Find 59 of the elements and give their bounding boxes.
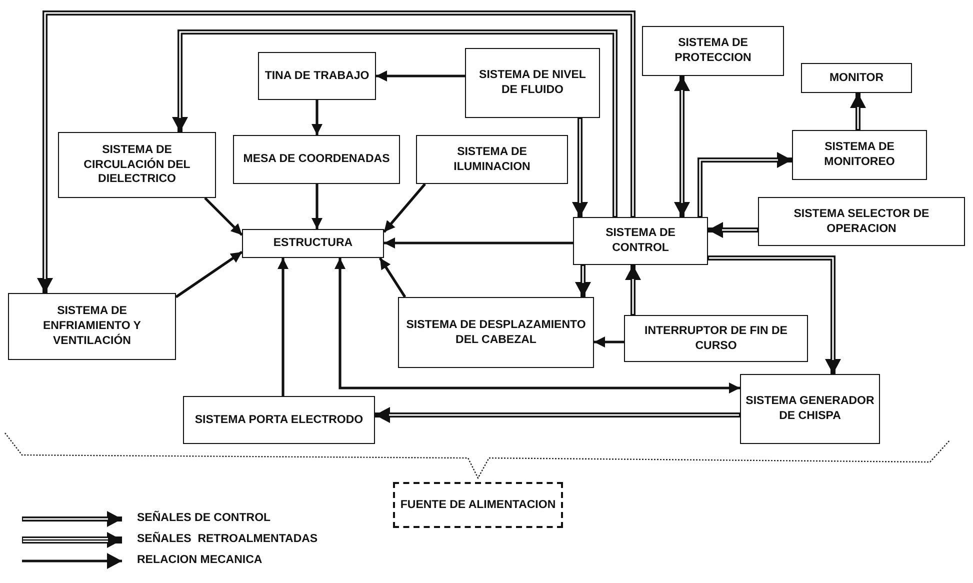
process-box bbox=[801, 63, 912, 93]
arrow bbox=[175, 250, 243, 298]
process-box bbox=[758, 197, 965, 246]
arrow bbox=[312, 184, 322, 229]
box-label: SISTEMA DE NIVEL DE FLUIDO bbox=[478, 68, 587, 98]
arrow bbox=[575, 265, 591, 297]
arrow bbox=[376, 70, 465, 82]
arrow bbox=[850, 93, 866, 130]
box-label: SISTEMA DE CIRCULACIÓN DEL DIELECTRICO bbox=[82, 142, 192, 188]
box-label: MESA DE COORDENADAS bbox=[243, 152, 390, 167]
process-box bbox=[792, 130, 927, 180]
process-box bbox=[573, 217, 708, 265]
box-label: TINA DE TRABAJO bbox=[264, 68, 370, 84]
arrow bbox=[625, 265, 641, 315]
process-box bbox=[624, 315, 808, 362]
box-label: SISTEMA DE PROTECCION bbox=[674, 36, 752, 66]
process-box bbox=[465, 48, 600, 118]
arrow bbox=[383, 183, 426, 233]
arrow bbox=[312, 100, 322, 135]
arrow bbox=[172, 30, 618, 217]
arrow bbox=[674, 76, 690, 217]
arrow bbox=[708, 256, 841, 374]
process-box bbox=[398, 297, 594, 368]
arrow bbox=[278, 258, 288, 396]
process-box bbox=[258, 52, 376, 100]
process-box bbox=[58, 132, 216, 198]
process-box bbox=[183, 396, 375, 444]
box-label: FUENTE DE ALIMENTACION bbox=[400, 498, 556, 512]
box-label: SISTEMA DE CONTROL bbox=[604, 226, 676, 256]
arrow bbox=[384, 238, 573, 248]
box-label: ESTRUCTURA bbox=[273, 236, 353, 251]
arrow bbox=[594, 336, 624, 348]
process-box bbox=[233, 135, 400, 184]
legend-label: RELACION MECANICA bbox=[137, 554, 262, 566]
process-box bbox=[416, 135, 568, 184]
box-label: SISTEMA GENERADOR DE CHISPA bbox=[745, 394, 875, 424]
legend-label: SEÑALES RETROALMENTADAS bbox=[137, 533, 318, 545]
process-box bbox=[242, 229, 384, 258]
dashed-box bbox=[393, 482, 563, 528]
box-label: SISTEMA PORTA ELECTRODO bbox=[194, 412, 364, 428]
arrow bbox=[378, 257, 406, 298]
box-label: INTERRUPTOR DE FIN DE CURSO bbox=[644, 324, 788, 354]
process-box bbox=[642, 26, 784, 76]
legend-label: SEÑALES DE CONTROL bbox=[137, 512, 271, 524]
box-label: SISTEMA DE DESPLAZAMIENTO DEL CABEZAL bbox=[405, 318, 587, 348]
box-label: SISTEMA DE ENFRIAMIENTO Y VENTILACIÓN bbox=[42, 304, 142, 349]
box-label: SISTEMA DE MONITOREO bbox=[823, 140, 896, 170]
arrow bbox=[204, 197, 243, 236]
arrow bbox=[698, 152, 792, 217]
arrow bbox=[375, 407, 740, 423]
arrow bbox=[334, 258, 740, 394]
box-label: MONITOR bbox=[829, 70, 884, 86]
arrow bbox=[572, 118, 588, 217]
box-label: SISTEMA SELECTOR DE OPERACION bbox=[792, 206, 930, 236]
arrow bbox=[37, 10, 636, 293]
arrow bbox=[708, 222, 758, 238]
process-box bbox=[8, 293, 176, 360]
box-label: SISTEMA DE ILUMINACION bbox=[452, 144, 532, 174]
process-box bbox=[740, 374, 880, 444]
